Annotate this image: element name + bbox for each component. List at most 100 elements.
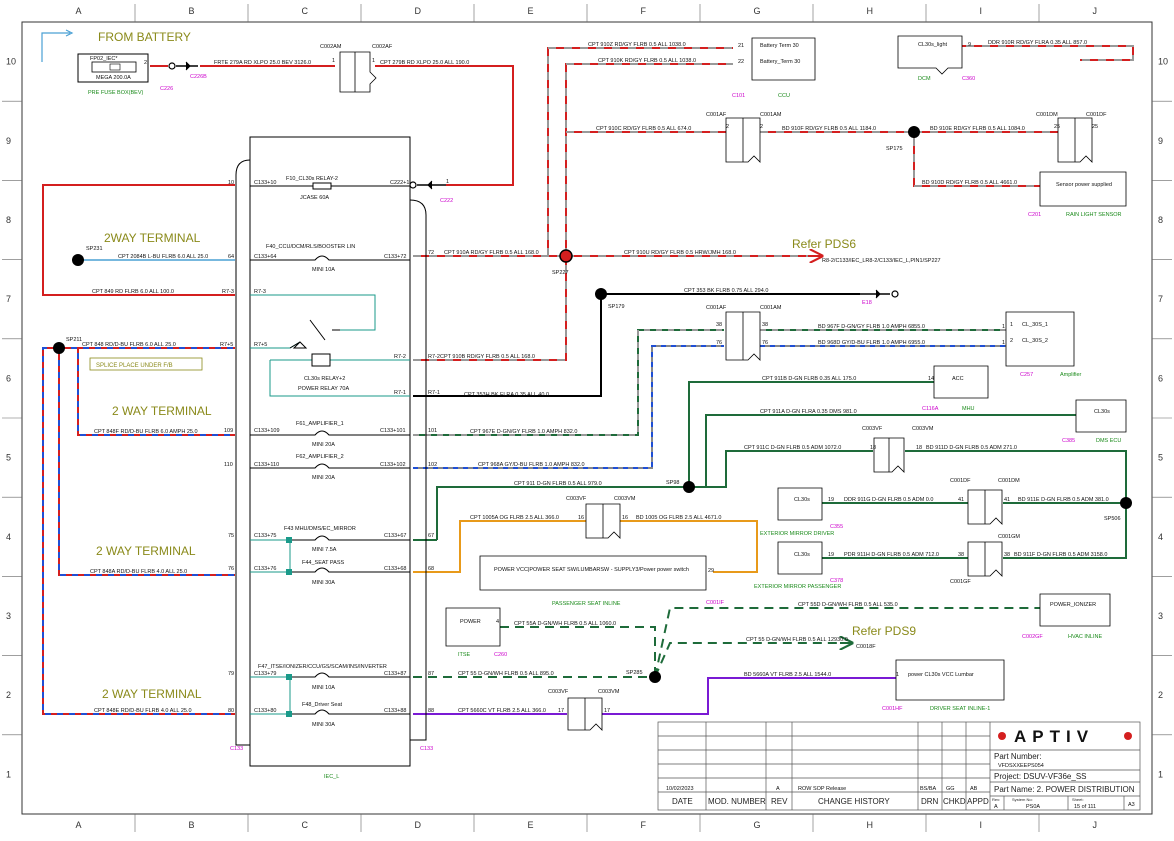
title-block [657,721,1141,811]
svg-text:VFDSXXEEPS054: VFDSXXEEPS054 [998,763,1044,769]
svg-text:SP506: SP506 [1104,516,1121,522]
grid-col-label: C [302,820,309,830]
grid-row-label: 5 [1158,453,1163,463]
component-itse[interactable] [445,607,501,647]
svg-text:BD 911D D-GN FLRB 0.5 ADM 271.: BD 911D D-GN FLRB 0.5 ADM 271.0 [926,445,1017,451]
heading-2way-terminal-2: 2 WAY TERMINAL [112,404,212,418]
svg-text:38: 38 [762,322,768,328]
svg-text:MHU: MHU [962,406,975,412]
component-rain-light-sensor[interactable] [1039,171,1127,207]
svg-text:17: 17 [604,708,610,714]
svg-text:1: 1 [372,58,375,64]
svg-text:C003VM: C003VM [614,496,636,502]
svg-text:18: 18 [870,445,876,451]
title-block-texts: Part Number: VFDSXXEEPS054 Project: DSUV… [666,752,1135,810]
grid-row-label: 3 [1158,611,1163,621]
relay-box-iec-l[interactable] [235,136,427,767]
svg-text:CPT 55A D-GN/WH FLRB 0.5 ALL 1: CPT 55A D-GN/WH FLRB 0.5 ALL 1060.0 [514,621,616,627]
heading-refer-pds6[interactable]: Refer PDS6 [792,237,856,251]
grid-row-label: 2 [1158,690,1163,700]
grid-col-label: A [76,6,82,16]
svg-text:1: 1 [896,672,899,678]
grid-col-label: J [1093,6,1098,16]
grid-col-label: F [641,820,647,830]
svg-text:C002GF: C002GF [1022,634,1043,640]
svg-text:CCU: CCU [778,93,790,99]
svg-text:Battery Term 30: Battery Term 30 [760,43,799,49]
svg-text:76: 76 [228,566,234,572]
svg-text:Part Number:: Part Number: [994,752,1042,761]
svg-text:CL_30S_2: CL_30S_2 [1022,338,1048,344]
grid-row-label: 4 [1158,532,1163,542]
pre-fuse-box[interactable]: FP02_IEC* MEGA 200.0A 2 [77,53,149,83]
svg-text:C0018F: C0018F [856,644,876,650]
brand-dot-left [998,732,1006,740]
svg-text:22: 22 [738,59,744,65]
svg-text:68: 68 [428,566,434,572]
component-hvac-ionizer[interactable] [1039,593,1111,627]
svg-text:2: 2 [726,124,729,130]
grid-col-label: G [754,6,761,16]
svg-text:C002AM: C002AM [320,44,342,50]
svg-text:1: 1 [1010,322,1013,328]
svg-text:18: 18 [916,445,922,451]
svg-text:CPT 55 D-GN/WH FLRB 0.5 ALL 89: CPT 55 D-GN/WH FLRB 0.5 ALL 895.0 [458,671,554,677]
svg-text:CPT 911C D-GN FLRB 0.5 ADM 107: CPT 911C D-GN FLRB 0.5 ADM 1072.0 [744,445,841,451]
component-ccu[interactable] [751,37,816,81]
svg-text:CL30s: CL30s [1094,409,1110,415]
svg-text:BD 1005 OG FLRB 2.5 ALL 4671.0: BD 1005 OG FLRB 2.5 ALL 4671.0 [636,515,721,521]
svg-text:CPT 911A D-GN FLRA 0.35 DMS 98: CPT 911A D-GN FLRA 0.35 DMS 981.0 [760,409,857,415]
component-dms-ecu[interactable] [1075,399,1127,433]
grid-col-label: G [754,820,761,830]
component-passenger-seat[interactable] [479,555,707,591]
svg-text:REV: REV [771,797,788,806]
svg-text:C001AF: C001AF [706,112,727,118]
svg-text:POWER VCC|POWER SEAT SW/LUMBAR: POWER VCC|POWER SEAT SW/LUMBARSW - SUPPL… [494,567,689,573]
heading-2way-terminal-3: 2 WAY TERMINAL [96,544,196,558]
grid-row-label: 8 [1158,215,1163,225]
svg-text:C116A: C116A [922,406,939,412]
fuse-f44-rating: MINI 30A [312,580,335,586]
svg-text:Part Name: 2. POWER DISTRIBUTI: Part Name: 2. POWER DISTRIBUTION [994,785,1135,794]
component-mirror-passenger[interactable] [777,541,823,575]
svg-text:C133+80: C133+80 [254,708,276,714]
svg-text:HVAC INLINE: HVAC INLINE [1068,634,1102,640]
grid-col-label: D [415,6,422,16]
pin-labels: 10 C133+10 C222+1 64 C133+64 C133+72 72 … [220,180,440,714]
svg-text:1: 1 [1002,324,1005,330]
svg-text:CPT 5660C VT FLRB 2.5 ALL 366.: CPT 5660C VT FLRB 2.5 ALL 366.0 [458,708,546,714]
component-dcm[interactable] [897,35,963,75]
svg-text:2: 2 [1010,338,1013,344]
grid-row-label: 6 [1158,373,1163,383]
svg-text:41: 41 [958,497,964,503]
svg-text:C133+102: C133+102 [380,462,406,468]
svg-text:C133+109: C133+109 [254,428,280,434]
svg-text:CPT 55D D-GN/WH FLRB 0.5 ALL 5: CPT 55D D-GN/WH FLRB 0.5 ALL 535.0 [798,602,898,608]
svg-text:CPT 910C RD/GY FLRB 0.5 ALL 67: CPT 910C RD/GY FLRB 0.5 ALL 674.0 [596,126,691,132]
fuse-f40-label: F40_CCU/DCM/RLS/BOOSTER LIN [266,244,355,250]
svg-text:CPT 848E RD/D-BU FLRB 4.0 ALL: CPT 848E RD/D-BU FLRB 4.0 ALL 25.0 [94,708,192,714]
svg-text:38: 38 [1004,552,1010,558]
component-driver-seat[interactable] [895,659,1005,701]
svg-text:SP227: SP227 [552,270,569,276]
grid-col-label: F [641,6,647,16]
component-mhu[interactable] [933,365,989,399]
grid-row-label: 9 [6,136,11,146]
svg-text:C133+75: C133+75 [254,533,276,539]
component-amplifier[interactable] [1005,311,1075,367]
splice-sp231 [72,254,84,266]
svg-text:CPT 910Z RD/GY FLRB 0.5 ALL 10: CPT 910Z RD/GY FLRB 0.5 ALL 1038.0 [588,42,686,48]
fuse-f44-label: F44_SEAT PASS [302,560,345,566]
heading-refer-pds9[interactable]: Refer PDS9 [852,624,916,638]
wire-cpt-5660c [413,677,896,715]
component-mirror-driver[interactable] [777,487,823,521]
power-relay-70a [250,294,410,397]
svg-text:Battery_Term 30: Battery_Term 30 [760,59,800,65]
svg-text:DCM: DCM [918,76,931,82]
svg-text:C257: C257 [1020,372,1033,378]
svg-text:C001DF: C001DF [1086,112,1107,118]
svg-text:87: 87 [428,671,434,677]
grid-row-label: 2 [6,690,11,700]
svg-text:88: 88 [428,708,434,714]
